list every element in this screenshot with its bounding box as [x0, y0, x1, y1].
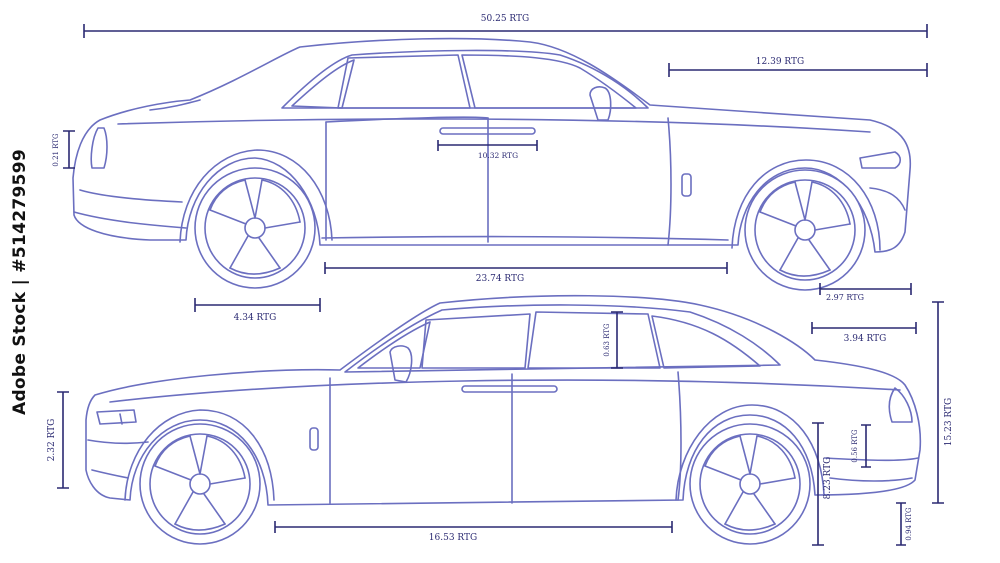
dim-bottom-total-height-label: 15.23 RTG	[944, 398, 954, 446]
dim-bottom-clearance: 0.94 RTG	[896, 502, 913, 546]
dim-top-rear-overhang: 4.34 RTG	[194, 298, 321, 323]
dim-total-length: 50.25 RTG	[83, 14, 928, 38]
dim-top-light-height-label: 0.21 RTG	[52, 133, 60, 167]
car-top-mirror	[589, 86, 612, 121]
car-top-headlamp	[859, 151, 902, 169]
dim-top-handle-label: 10.32 RTG	[478, 151, 518, 160]
dim-top-hood-label: 12.39 RTG	[756, 57, 804, 67]
dim-top-front-clear: 2.97 RTG	[819, 283, 912, 302]
dim-bottom-front-height: 2.32 RTG	[47, 391, 69, 489]
car-top-rear-lamp	[90, 127, 108, 169]
dim-bottom-rear-light: 0.56 RTG	[851, 424, 871, 468]
car-bottom-rear-lamp	[888, 387, 913, 423]
car-top-door-handle	[439, 127, 536, 135]
dim-bottom-trunk-label: 3.94 RTG	[844, 334, 887, 344]
dim-bottom-total-height: 15.23 RTG	[932, 301, 954, 504]
car-bottom-mirror	[389, 345, 413, 383]
dim-top-wheelbase: 23.74 RTG	[324, 262, 728, 284]
car-bottom	[85, 294, 922, 545]
dim-top-wheelbase-label: 23.74 RTG	[476, 274, 524, 284]
dim-top-hood: 12.39 RTG	[668, 57, 928, 77]
dim-top-rear-overhang-label: 4.34 RTG	[234, 313, 277, 323]
dim-bottom-rear-light-label: 0.56 RTG	[851, 429, 859, 463]
dim-bottom-wheelbase-label: 16.53 RTG	[429, 533, 477, 543]
dim-bottom-window-height-label: 0.63 RTG	[603, 323, 611, 357]
dim-bottom-window-height: 0.63 RTG	[603, 311, 623, 369]
car-top-window-frame	[281, 49, 649, 109]
dim-top-front-clear-label: 2.97 RTG	[826, 293, 864, 302]
car-bottom-door-handle	[461, 385, 558, 393]
car-bottom-headlamp	[96, 409, 137, 425]
car-bottom-rear-wheel	[689, 423, 811, 545]
car-top-rear-wheel	[194, 167, 316, 289]
dim-bottom-clearance-label: 0.94 RTG	[905, 507, 913, 541]
dim-top-light-height: 0.21 RTG	[52, 130, 75, 169]
dim-bottom-front-height-label: 2.32 RTG	[47, 419, 57, 462]
dim-total-length-label: 50.25 RTG	[481, 14, 529, 24]
dim-bottom-body-height-label: 8.23 RTG	[823, 457, 833, 500]
car-top	[72, 37, 912, 291]
car-top-front-wheel	[744, 169, 866, 291]
dim-bottom-wheelbase: 16.53 RTG	[274, 521, 673, 543]
dim-bottom-trunk: 3.94 RTG	[811, 322, 917, 344]
car-bottom-body	[85, 294, 922, 506]
dim-top-handle: 10.32 RTG	[437, 140, 538, 160]
car-bottom-window-frame	[344, 304, 781, 373]
dim-bottom-body-height: 8.23 RTG	[812, 422, 833, 546]
car-bottom-front-wheel	[139, 423, 261, 545]
car-top-body	[72, 37, 912, 253]
